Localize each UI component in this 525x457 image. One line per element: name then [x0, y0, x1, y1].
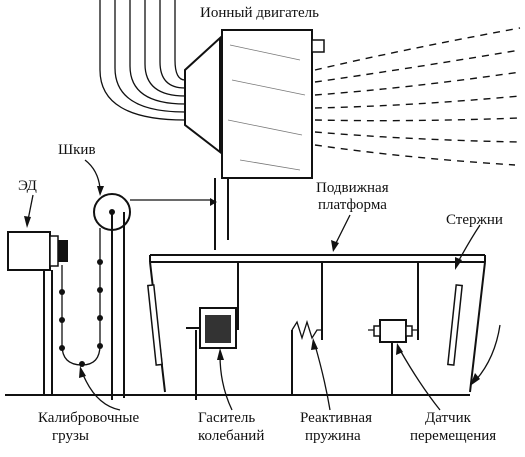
vibration-damper [186, 262, 239, 400]
ion-engine [184, 29, 325, 179]
weights-label-line2: грузы [52, 428, 89, 444]
rods-label: Стержни [446, 212, 503, 228]
pulley-label: Шкив [58, 142, 96, 158]
damper-label-line1: Гаситель [198, 410, 256, 426]
spring-label-line2: пружина [305, 428, 361, 444]
sensor-label-line1: Датчик [425, 410, 471, 426]
weights-label-line1: Калибровочные [38, 410, 140, 426]
spring-label-line1: Реактивная [300, 410, 372, 426]
displacement-sensor [368, 262, 419, 395]
electric-drive [7, 231, 68, 395]
pulley [93, 193, 210, 400]
leader-arrows [24, 159, 501, 411]
platform-label-line2: платформа [318, 197, 387, 213]
damper-label-line2: колебаний [198, 428, 265, 444]
rods [147, 284, 463, 366]
feed-lines [99, 0, 186, 121]
electric-drive-label: ЭД [18, 178, 37, 194]
ion-engine-label: Ионный двигатель [200, 5, 319, 21]
ion-plume [314, 27, 521, 166]
engine-mast [210, 178, 229, 250]
reactive-spring [291, 262, 323, 395]
sensor-label-line2: перемещения [410, 428, 497, 444]
platform-label-line1: Подвижная [316, 180, 389, 196]
